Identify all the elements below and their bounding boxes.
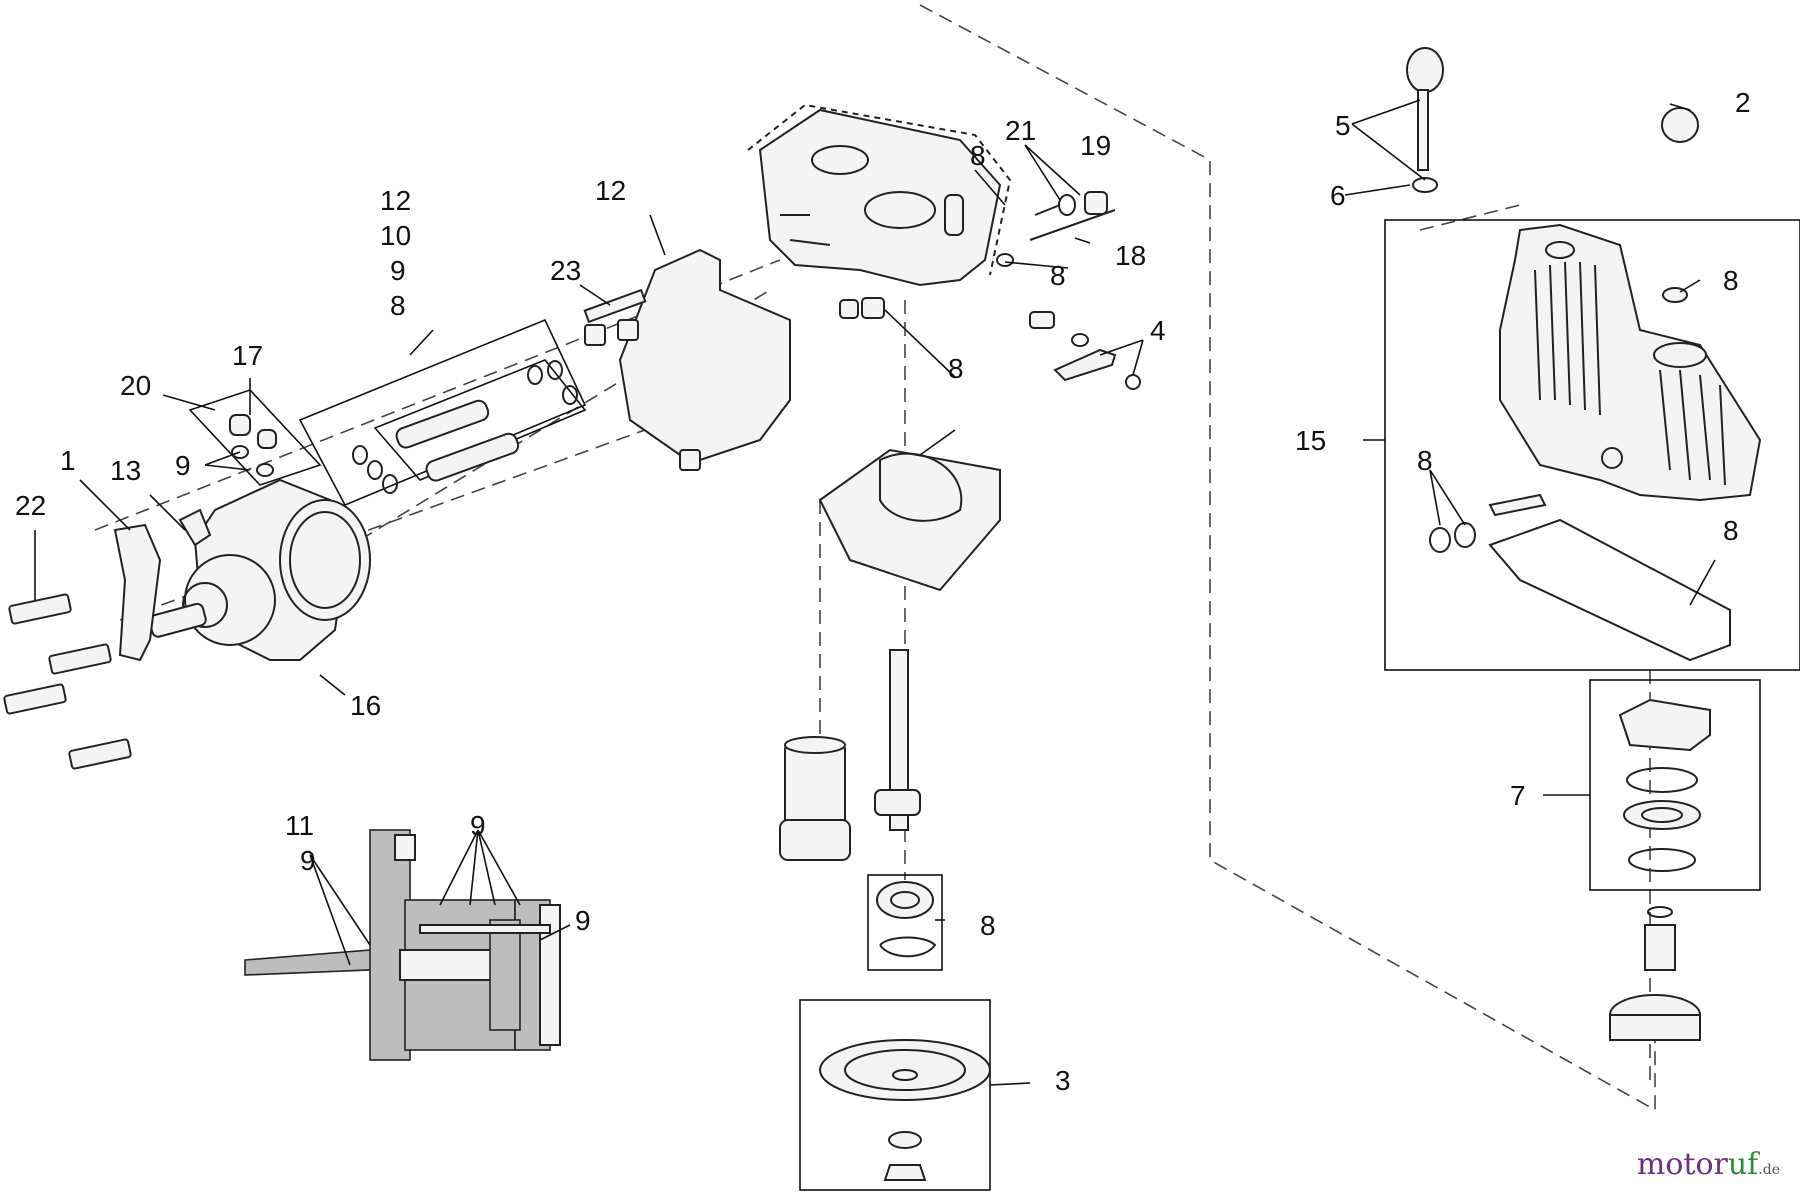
motoruf-logo: motoruf.de [1637, 1147, 1780, 1182]
callout-9-a: 9 [175, 450, 191, 481]
cover-box [1384, 219, 1800, 671]
bearing-box [867, 874, 943, 971]
hydraulic-motor [113, 389, 371, 662]
callouts: 1 22 13 20 17 9 16 12 10 9 8 12 23 11 9 … [15, 87, 1751, 1096]
callout-9-c: 9 [300, 845, 316, 876]
cover-seals [1429, 493, 1547, 553]
leader-lines [34, 99, 1716, 1086]
motor-cross-section [244, 829, 561, 1061]
control-lever [1053, 333, 1141, 390]
callout-2: 2 [1735, 87, 1751, 118]
pulley [799, 999, 991, 1191]
callout-8-h: 8 [1723, 515, 1739, 546]
callout-15: 15 [1295, 425, 1326, 456]
logo-text-b: uf [1727, 1147, 1759, 1182]
callout-1: 1 [60, 445, 76, 476]
logo-suffix: .de [1758, 1162, 1780, 1178]
callout-10: 10 [380, 220, 411, 251]
breather-cap [1661, 107, 1699, 143]
piston-group [298, 318, 587, 507]
dipstick [1406, 47, 1444, 193]
callout-16: 16 [350, 690, 381, 721]
callout-9-e: 9 [575, 905, 591, 936]
callout-19: 19 [1080, 130, 1111, 161]
cover-gasket [1488, 518, 1731, 662]
bolt-23 [583, 288, 647, 346]
callout-3: 3 [1055, 1065, 1071, 1096]
callout-20: 20 [120, 370, 151, 401]
callout-17: 17 [232, 340, 263, 371]
filter [779, 736, 851, 861]
upper-housing [747, 103, 1012, 287]
callout-8-g: 8 [1417, 445, 1433, 476]
callout-12-b: 12 [595, 175, 626, 206]
bolts-22 [3, 593, 132, 770]
callout-13: 13 [110, 455, 141, 486]
callout-11: 11 [285, 810, 314, 841]
center-block [617, 248, 791, 471]
callout-9-b: 9 [390, 255, 406, 286]
callout-12-a: 12 [380, 185, 411, 216]
drive-shaft [874, 649, 921, 831]
callout-18: 18 [1115, 240, 1146, 271]
callout-8-f: 8 [1723, 265, 1739, 296]
callout-9-d: 9 [470, 810, 486, 841]
callout-8-a: 8 [390, 290, 406, 321]
callout-8-d: 8 [948, 353, 964, 384]
callout-22: 22 [15, 490, 46, 521]
bearing-kit [1589, 679, 1761, 891]
center-cover-plate [818, 448, 1001, 592]
callout-8-c: 8 [1050, 260, 1066, 291]
callout-5: 5 [1335, 110, 1351, 141]
finned-cover [1499, 223, 1762, 502]
callout-23: 23 [550, 255, 581, 286]
callout-8-e: 8 [980, 910, 996, 941]
callout-8-b: 8 [970, 140, 986, 171]
callout-21: 21 [1005, 115, 1036, 146]
spring-plunger [1609, 906, 1701, 1041]
callout-4: 4 [1150, 315, 1166, 346]
callout-7: 7 [1510, 780, 1526, 811]
logo-text-a: motor [1636, 1147, 1728, 1182]
valve-parts [839, 191, 1116, 329]
callout-6: 6 [1330, 180, 1346, 211]
